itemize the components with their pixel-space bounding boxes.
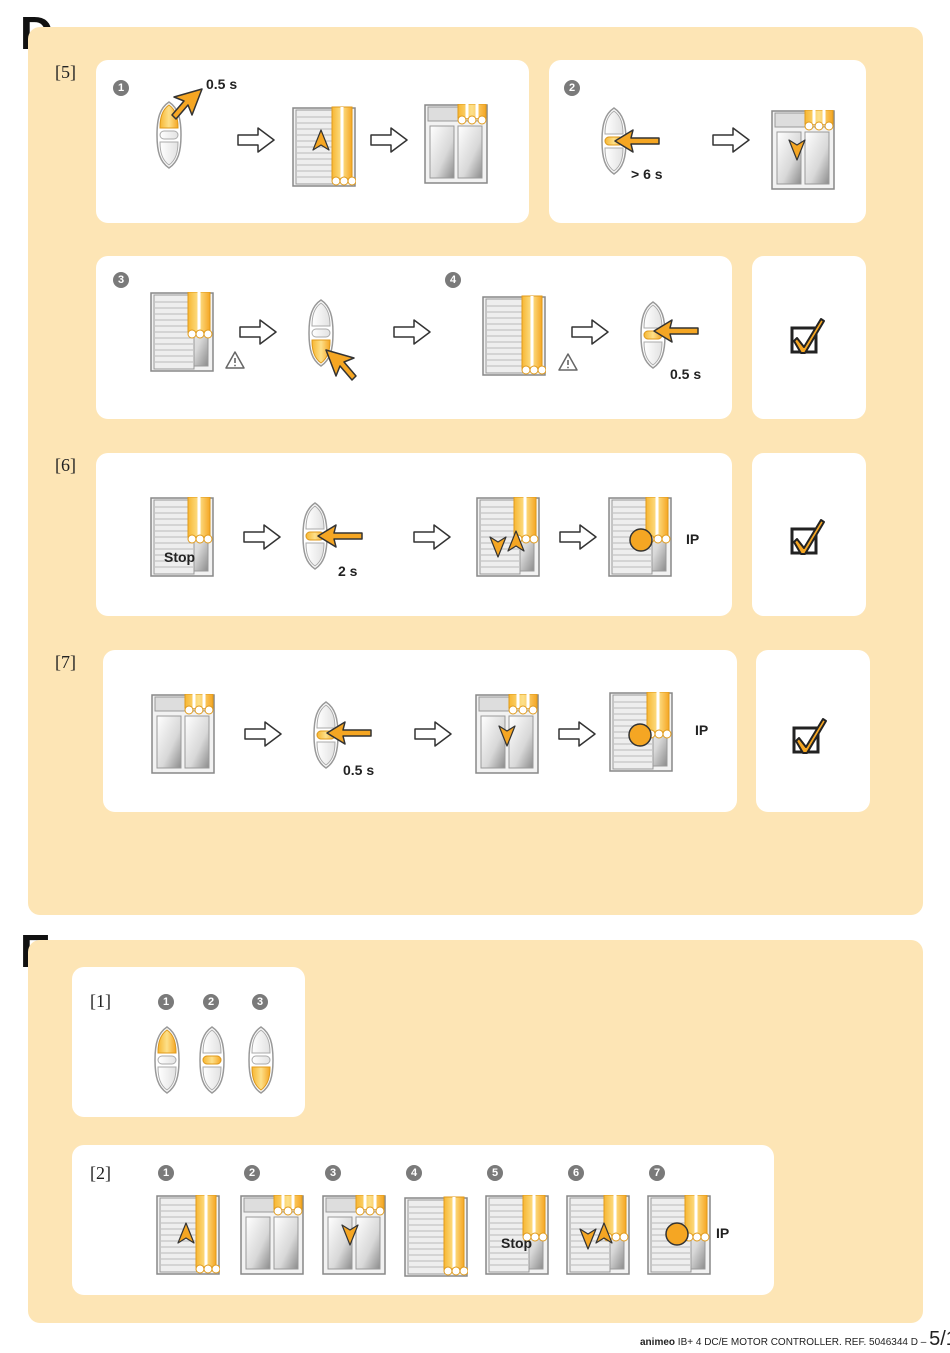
duration-label: > 6 s	[631, 166, 663, 182]
checkbox-checked-icon	[788, 316, 828, 356]
arrow-right-icon	[242, 523, 282, 551]
arrow-right-icon	[557, 720, 597, 748]
check-card	[752, 453, 866, 616]
card-e2: [2] 1 2 3 4 5 6 7 Stop IP	[72, 1145, 774, 1295]
window-blind-icon	[424, 104, 488, 184]
pointer-icon	[322, 346, 362, 386]
arrow-right-icon	[392, 318, 432, 346]
window-blind-icon	[151, 694, 215, 774]
check-card	[752, 256, 866, 419]
window-blind-icon	[404, 1195, 468, 1279]
arrow-right-icon	[412, 523, 452, 551]
step-badge-2: 2	[244, 1165, 260, 1181]
duration-label: 0.5 s	[343, 762, 375, 778]
card-5-step1: 1 0.5 s	[96, 60, 529, 223]
block-label-1: [1]	[90, 991, 111, 1011]
stop-label: Stop	[501, 1235, 533, 1251]
pointer-icon	[316, 521, 366, 551]
up-arrow-icon	[594, 1221, 614, 1251]
remote-control-icon	[246, 1025, 276, 1095]
block-label-2: [2]	[90, 1163, 111, 1183]
arrow-right-icon	[238, 318, 278, 346]
step-badge-5: 5	[487, 1165, 503, 1181]
ip-dot-icon	[626, 525, 656, 555]
down-arrow-icon	[340, 1217, 360, 1247]
arrow-right-icon	[413, 720, 453, 748]
window-blind-icon	[482, 292, 546, 380]
step-badge-3: 3	[325, 1165, 341, 1181]
window-blind-icon	[150, 497, 214, 577]
block-label-6: [6]	[55, 455, 76, 475]
duration-label: 2 s	[338, 563, 358, 579]
block-label-7: [7]	[55, 652, 76, 672]
up-arrow-icon	[506, 529, 526, 559]
footer-text: IB+ 4 DC/E MOTOR CONTROLLER. REF. 504634…	[677, 1337, 927, 1348]
step-badge-1: 1	[113, 80, 129, 96]
arrow-right-icon	[711, 126, 751, 154]
card-6: Stop 2 s IP	[96, 453, 732, 616]
down-arrow-icon	[488, 529, 508, 559]
card-5-steps3-4: 3 4 0.5 s	[96, 256, 732, 419]
card-7: 0.5 s IP	[103, 650, 737, 812]
arrow-right-icon	[570, 318, 610, 346]
up-arrow-icon	[176, 1221, 196, 1251]
card-5-step2: 2 > 6 s	[549, 60, 866, 223]
arrow-right-icon	[558, 523, 598, 551]
ip-dot-icon	[625, 720, 655, 750]
checkbox-checked-icon	[788, 517, 828, 557]
remote-control-icon	[152, 1025, 182, 1095]
step-badge-3: 3	[113, 272, 129, 288]
warning-icon	[557, 352, 579, 372]
step-badge-2: 2	[564, 80, 580, 96]
pointer-icon	[652, 316, 702, 346]
card-e1: [1] 1 2 3	[72, 967, 305, 1117]
window-blind-icon	[240, 1195, 304, 1275]
step-badge-4: 4	[406, 1165, 422, 1181]
window-blind-icon	[150, 292, 214, 372]
arrow-right-icon	[243, 720, 283, 748]
page-footer: animeo IB+ 4 DC/E MOTOR CONTROLLER. REF.…	[640, 1328, 950, 1351]
checkbox-checked-icon	[790, 716, 830, 756]
pointer-icon	[325, 718, 375, 748]
remote-control-icon	[197, 1025, 227, 1095]
up-arrow-icon	[311, 128, 331, 158]
step-badge-3: 3	[252, 994, 268, 1010]
check-card	[756, 650, 870, 812]
ip-dot-icon	[662, 1219, 692, 1249]
duration-label: 0.5 s	[206, 76, 238, 92]
ip-label: IP	[695, 722, 709, 738]
arrow-right-icon	[236, 126, 276, 154]
footer-brand: animeo	[640, 1337, 676, 1348]
step-badge-1: 1	[158, 994, 174, 1010]
block-label-5: [5]	[55, 62, 76, 82]
stop-label: Stop	[164, 549, 196, 565]
ip-label: IP	[716, 1225, 730, 1241]
ip-label: IP	[686, 531, 700, 547]
down-arrow-icon	[787, 132, 807, 162]
step-badge-7: 7	[649, 1165, 665, 1181]
duration-label: 0.5 s	[670, 366, 702, 382]
step-badge-1: 1	[158, 1165, 174, 1181]
step-badge-4: 4	[445, 272, 461, 288]
warning-icon	[224, 350, 246, 370]
pointer-icon	[166, 85, 206, 125]
pointer-icon	[613, 126, 663, 156]
page-number: 5/16	[929, 1328, 950, 1350]
step-badge-2: 2	[203, 994, 219, 1010]
down-arrow-icon	[497, 718, 517, 748]
step-badge-6: 6	[568, 1165, 584, 1181]
arrow-right-icon	[369, 126, 409, 154]
